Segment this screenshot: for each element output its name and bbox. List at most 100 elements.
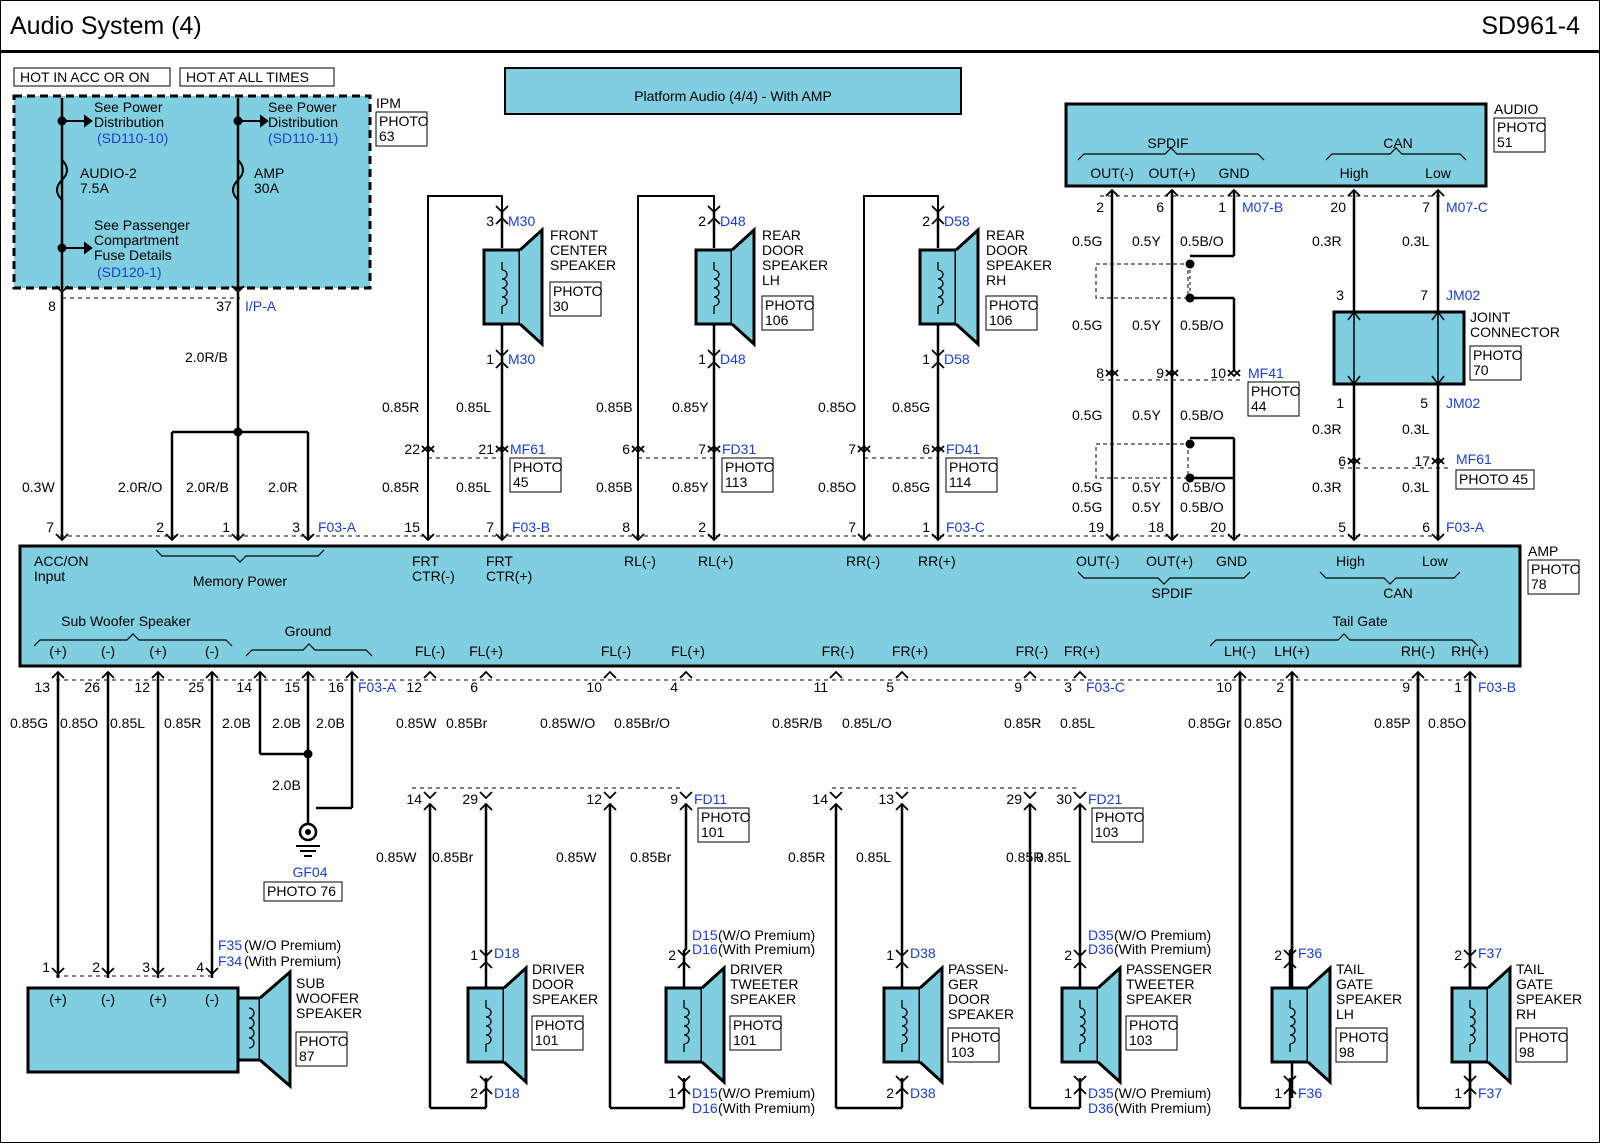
can-brace: [1319, 571, 1461, 585]
speaker-photo: [1515, 1027, 1568, 1063]
amp-bottom-pin-number: 4: [670, 679, 678, 695]
amp-spdif-out-neg: OUT(-): [1076, 553, 1120, 569]
fuse-icon: [232, 159, 244, 201]
amp-pin-number: 8: [622, 519, 630, 535]
top-speaker-conn: D48: [720, 213, 746, 229]
speaker-5-cone: [1486, 964, 1512, 1086]
conn-f03c-bot: F03-C: [1086, 679, 1125, 695]
amp-bottom-pin-label: RH(-): [1401, 643, 1435, 659]
conn-ipa: I/P-A: [245, 298, 277, 314]
top-speaker-pin: [707, 360, 721, 369]
ipm-label: IPM: [376, 95, 401, 111]
amp-bottom-pin-label: FR(-): [1016, 643, 1049, 659]
bottom-wire-label: 0.85W: [396, 715, 437, 731]
lower-wire-label: 0.85L: [1036, 849, 1071, 865]
arrow-icon: [1431, 375, 1445, 386]
mid-wire-label: 0.85G: [892, 399, 930, 415]
mf41-photo: [1247, 381, 1300, 417]
lower-wire-label: 0.85Br: [432, 849, 474, 865]
top-speaker-conn: D48: [720, 351, 746, 367]
audio-pin-label: OUT(-): [1090, 165, 1134, 181]
bottom-wire-label: 0.85P: [1374, 715, 1411, 731]
amp-rl-neg: RL(-): [624, 553, 656, 569]
mf41-pin: [1105, 369, 1119, 378]
fd-connector-pin: [1023, 791, 1037, 800]
arrow-icon: [83, 241, 93, 255]
joint-pin: 1: [1336, 395, 1344, 411]
mf41-pin: [1165, 368, 1179, 377]
sub-polarity: (-): [205, 991, 219, 1007]
mf61b-pin-number: 6: [1338, 453, 1346, 469]
audio-photo: [1493, 117, 1546, 153]
top-speaker-pin: [931, 216, 945, 225]
bottom-wire-label: 0.85Gr: [1188, 715, 1231, 731]
mid-connector-pin: [631, 445, 645, 454]
joint-pin: 7: [1420, 287, 1428, 303]
speaker-conn: F36: [1298, 1085, 1322, 1101]
mid-conn-name: FD41: [946, 441, 980, 457]
mid-pin-number: 7: [848, 441, 856, 457]
speaker-pin-number: 2: [668, 947, 676, 963]
mf61b-photo: [1455, 469, 1535, 490]
sub-conn1: F35: [218, 937, 242, 953]
speaker-2-coil-turn: [901, 1034, 908, 1045]
speaker-pin: [1463, 949, 1477, 958]
mf41-pin: [1105, 368, 1119, 377]
memory-brace: [155, 549, 325, 563]
spdif-wire-label: 0.5Y: [1132, 499, 1161, 515]
speaker-conn-note: (W/O Premium): [1114, 927, 1211, 943]
bottom-wire-label: 0.85O: [1244, 715, 1282, 731]
speaker-pin: [479, 949, 493, 958]
speaker-pin-number: 2: [886, 1085, 894, 1101]
spdif-wire-label: 0.5B/O: [1180, 233, 1224, 249]
amp-bottom-connector-pin: [479, 670, 493, 679]
fd-connector-pin: [829, 791, 843, 800]
speaker-pin: [1073, 1086, 1087, 1095]
amp-bottom-pin-label: FL(+): [469, 643, 503, 659]
audio-pin-number: 6: [1156, 199, 1164, 215]
mf41-pin-number: 8: [1096, 365, 1104, 381]
arrow-icon: [83, 114, 93, 128]
amp-bottom-pin-label: (+): [49, 643, 67, 659]
top-speaker-pin: [931, 360, 945, 369]
amp-bottom-connector-pin: [1023, 670, 1037, 679]
amp-pin-number: 18: [1148, 519, 1164, 535]
tailgate-brace: [1209, 633, 1479, 647]
lower-wire-label: 0.85Br: [630, 849, 672, 865]
sub-pin-number: 1: [42, 959, 50, 975]
bottom-wire-label: 0.85L: [110, 715, 145, 731]
wire-label: 2.0R/B: [185, 349, 228, 365]
amp-bottom-connector-pin: [895, 670, 909, 679]
diagram-code: SD961-4: [1481, 12, 1580, 40]
speaker-1-cone: [700, 964, 726, 1086]
mf61b-pin: [1431, 456, 1445, 465]
amp-bottom-pin-label: FL(-): [415, 643, 445, 659]
sub-pin: [51, 967, 65, 976]
amp-bottom-pin-number: 15: [284, 679, 300, 695]
speaker-pin: [479, 1075, 493, 1084]
splice-dot: [1185, 439, 1195, 449]
hot-all-label: HOT AT ALL TIMES: [186, 69, 309, 85]
amp-ground-group: Ground: [285, 623, 332, 639]
bottom-wire-label: 0.85R/B: [772, 715, 823, 731]
amp-bottom-pin-label: RH(+): [1451, 643, 1489, 659]
hot-acc-box: [13, 67, 171, 87]
mid-connector-pin: [931, 444, 945, 453]
mid-pin-number: 6: [922, 441, 930, 457]
arrow-icon: [1347, 310, 1361, 321]
speaker-photo: [947, 1027, 1000, 1063]
